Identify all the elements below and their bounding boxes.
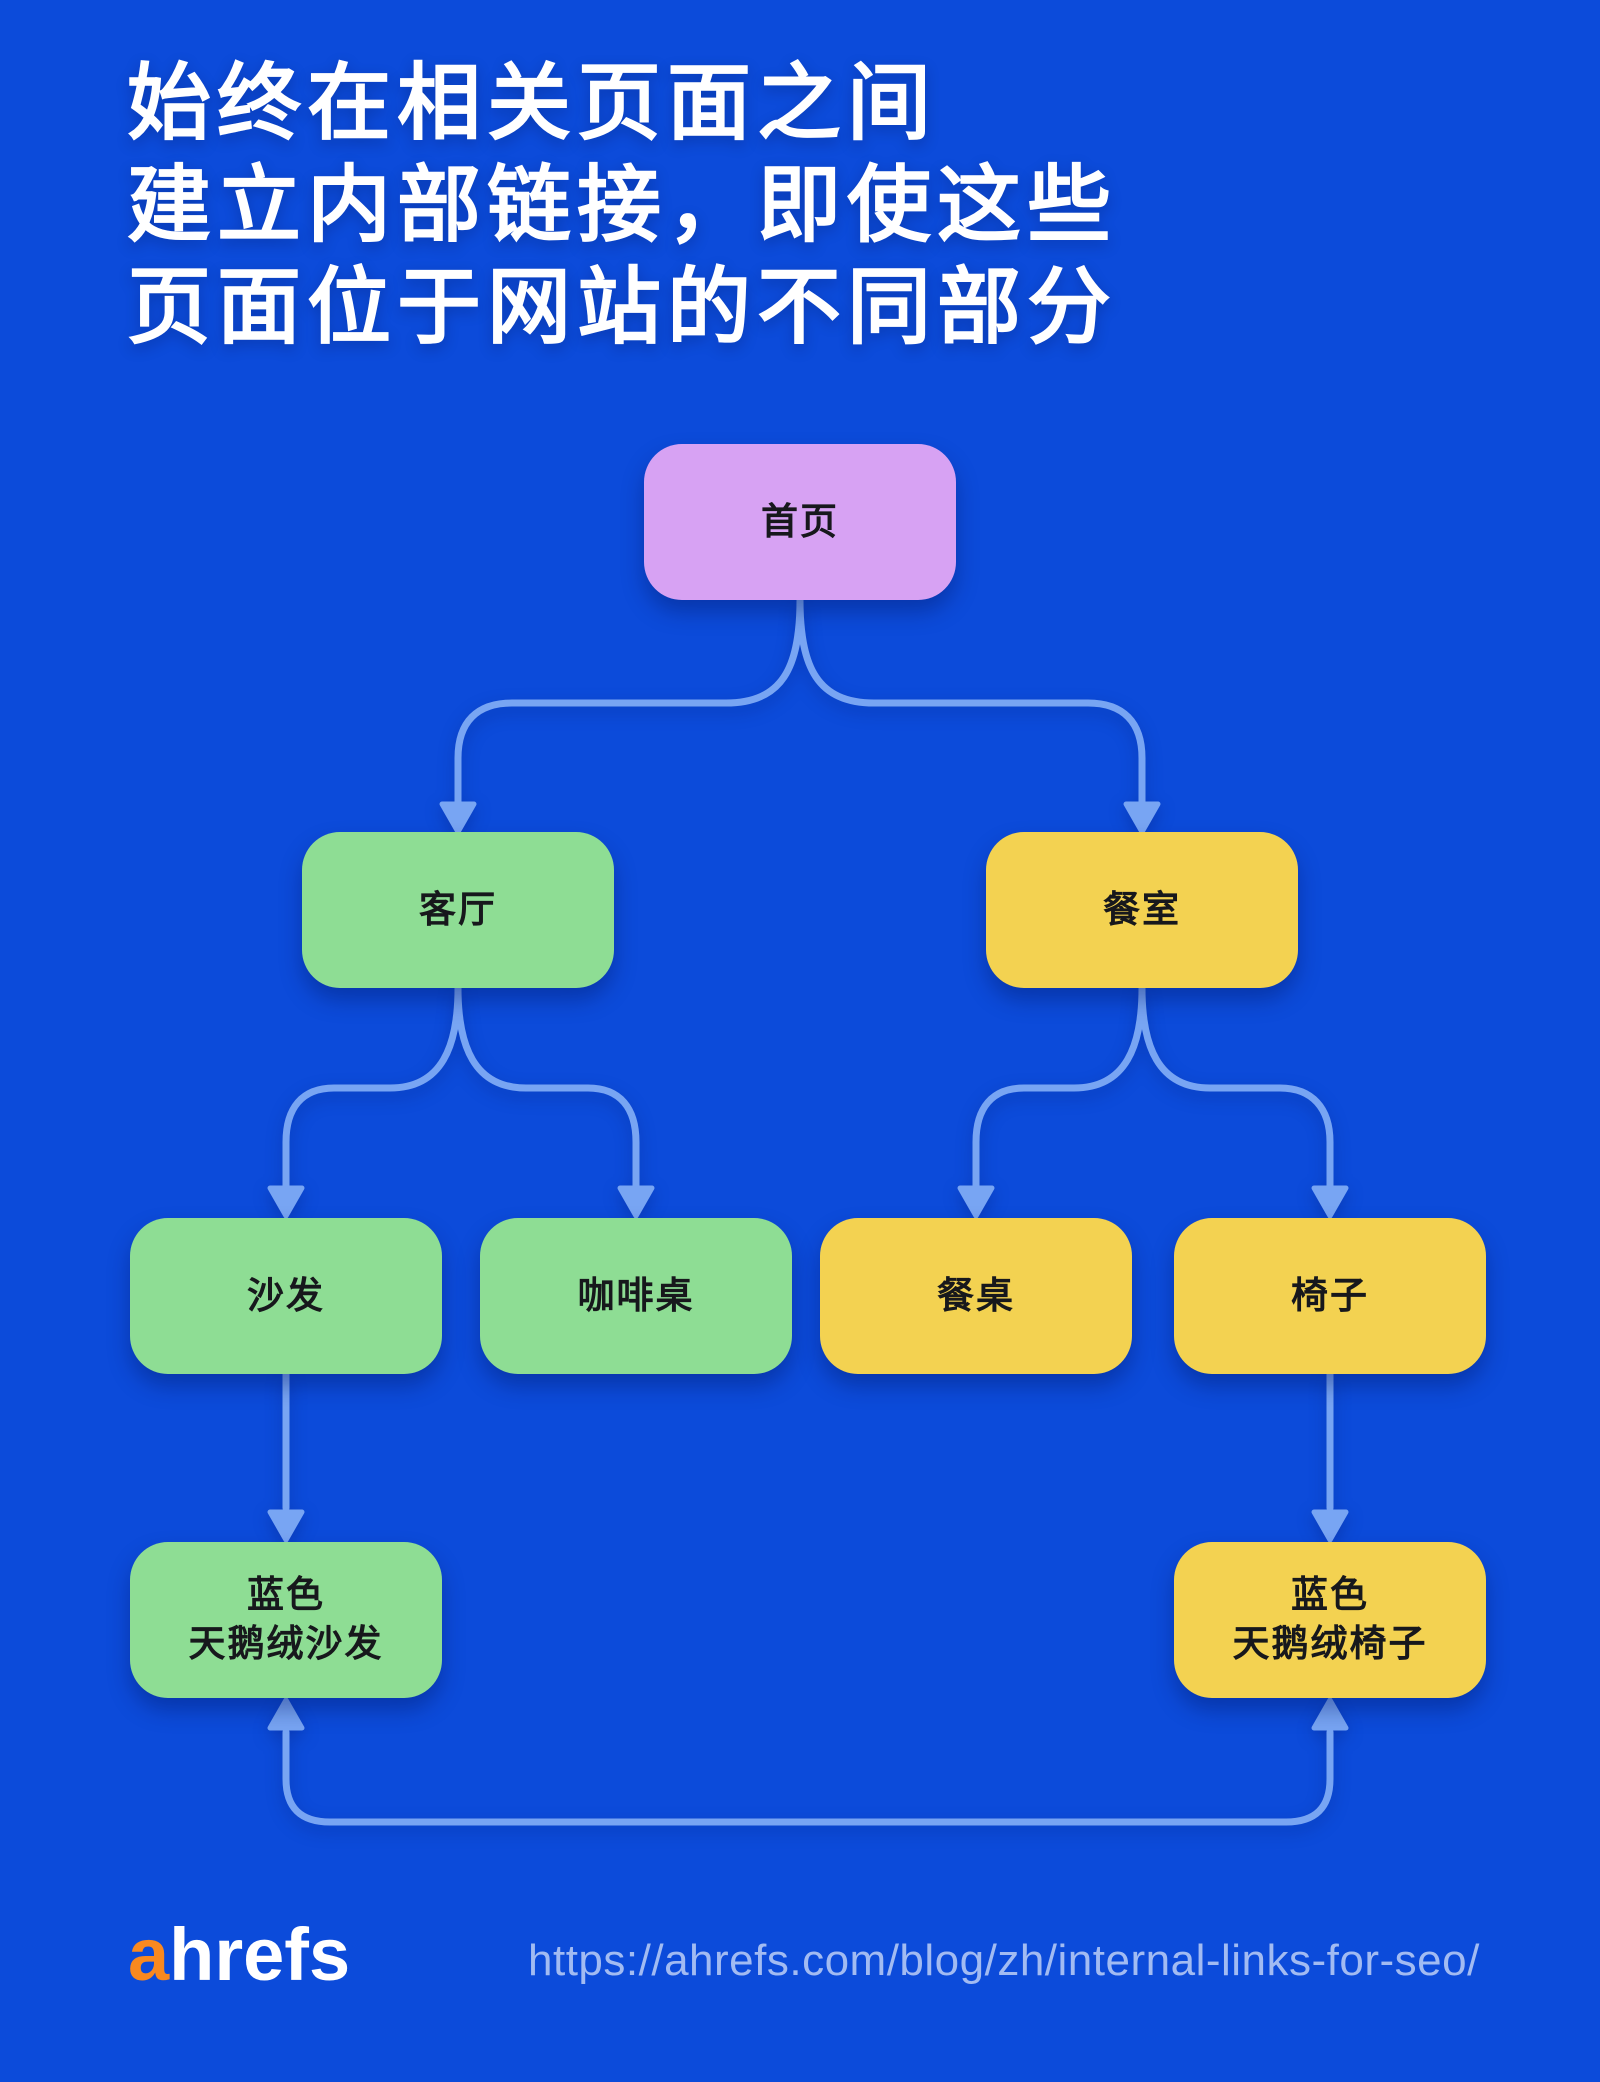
arrowhead-bvsofa-up — [267, 1697, 305, 1731]
title-line-3: 页面位于网站的不同部分 — [127, 260, 1118, 354]
edge-dining-chairs — [1138, 984, 1334, 1190]
node-chairs: 椅子 — [1174, 1218, 1486, 1374]
title-line-2: 建立内部链接，即使这些 — [127, 158, 1118, 252]
node-dining-table: 餐桌 — [820, 1218, 1132, 1374]
node-sofa: 沙发 — [130, 1218, 442, 1374]
ahrefs-logo-rest: hrefs — [169, 1913, 351, 1996]
edge-bvsofa-bvchair — [282, 1728, 1334, 1826]
arrowhead-dining — [1123, 801, 1161, 835]
arrowhead-bvchair-up — [1311, 1697, 1349, 1731]
node-label-line-2: 天鹅绒椅子 — [1232, 1623, 1428, 1664]
arrowhead-sofa — [267, 1185, 305, 1219]
node-blue-velvet-sofa: 蓝色 天鹅绒沙发 — [130, 1542, 442, 1698]
edge-dining-table — [972, 984, 1146, 1190]
edge-home-living — [454, 596, 804, 806]
ahrefs-logo: ahrefs — [128, 1918, 350, 1992]
node-home: 首页 — [644, 444, 956, 600]
node-label: 首页 — [761, 500, 839, 542]
node-label-line-2: 天鹅绒沙发 — [188, 1623, 384, 1664]
arrowhead-living — [439, 801, 477, 835]
arrowhead-table — [957, 1185, 995, 1219]
node-label: 客厅 — [419, 888, 497, 930]
edge-living-sofa — [282, 984, 462, 1190]
node-label-line-1: 蓝色 — [247, 1574, 325, 1616]
page-title: 始终在相关页面之间 建立内部链接，即使这些 页面位于网站的不同部分 — [127, 52, 1327, 358]
node-label: 咖啡桌 — [577, 1274, 695, 1316]
arrowhead-coffee — [617, 1185, 655, 1219]
edge-home-dining — [796, 596, 1146, 806]
node-label: 餐桌 — [937, 1274, 1015, 1316]
node-label: 餐室 — [1103, 888, 1181, 930]
node-coffee-table: 咖啡桌 — [480, 1218, 792, 1374]
node-label: 沙发 — [247, 1274, 325, 1316]
footer-url: https://ahrefs.com/blog/zh/internal-link… — [528, 1936, 1480, 1985]
ahrefs-logo-a: a — [128, 1913, 170, 1996]
node-living-room: 客厅 — [302, 832, 614, 988]
node-label-line-1: 蓝色 — [1291, 1574, 1369, 1616]
node-dining-room: 餐室 — [986, 832, 1298, 988]
arrowhead-bvsofa-down — [267, 1509, 305, 1543]
title-line-1: 始终在相关页面之间 — [127, 56, 938, 150]
node-label: 椅子 — [1291, 1274, 1369, 1316]
node-blue-velvet-chair: 蓝色 天鹅绒椅子 — [1174, 1542, 1486, 1698]
arrowhead-chairs — [1311, 1185, 1349, 1219]
arrowhead-bvchair-down — [1311, 1509, 1349, 1543]
edge-living-coffee — [454, 984, 640, 1190]
